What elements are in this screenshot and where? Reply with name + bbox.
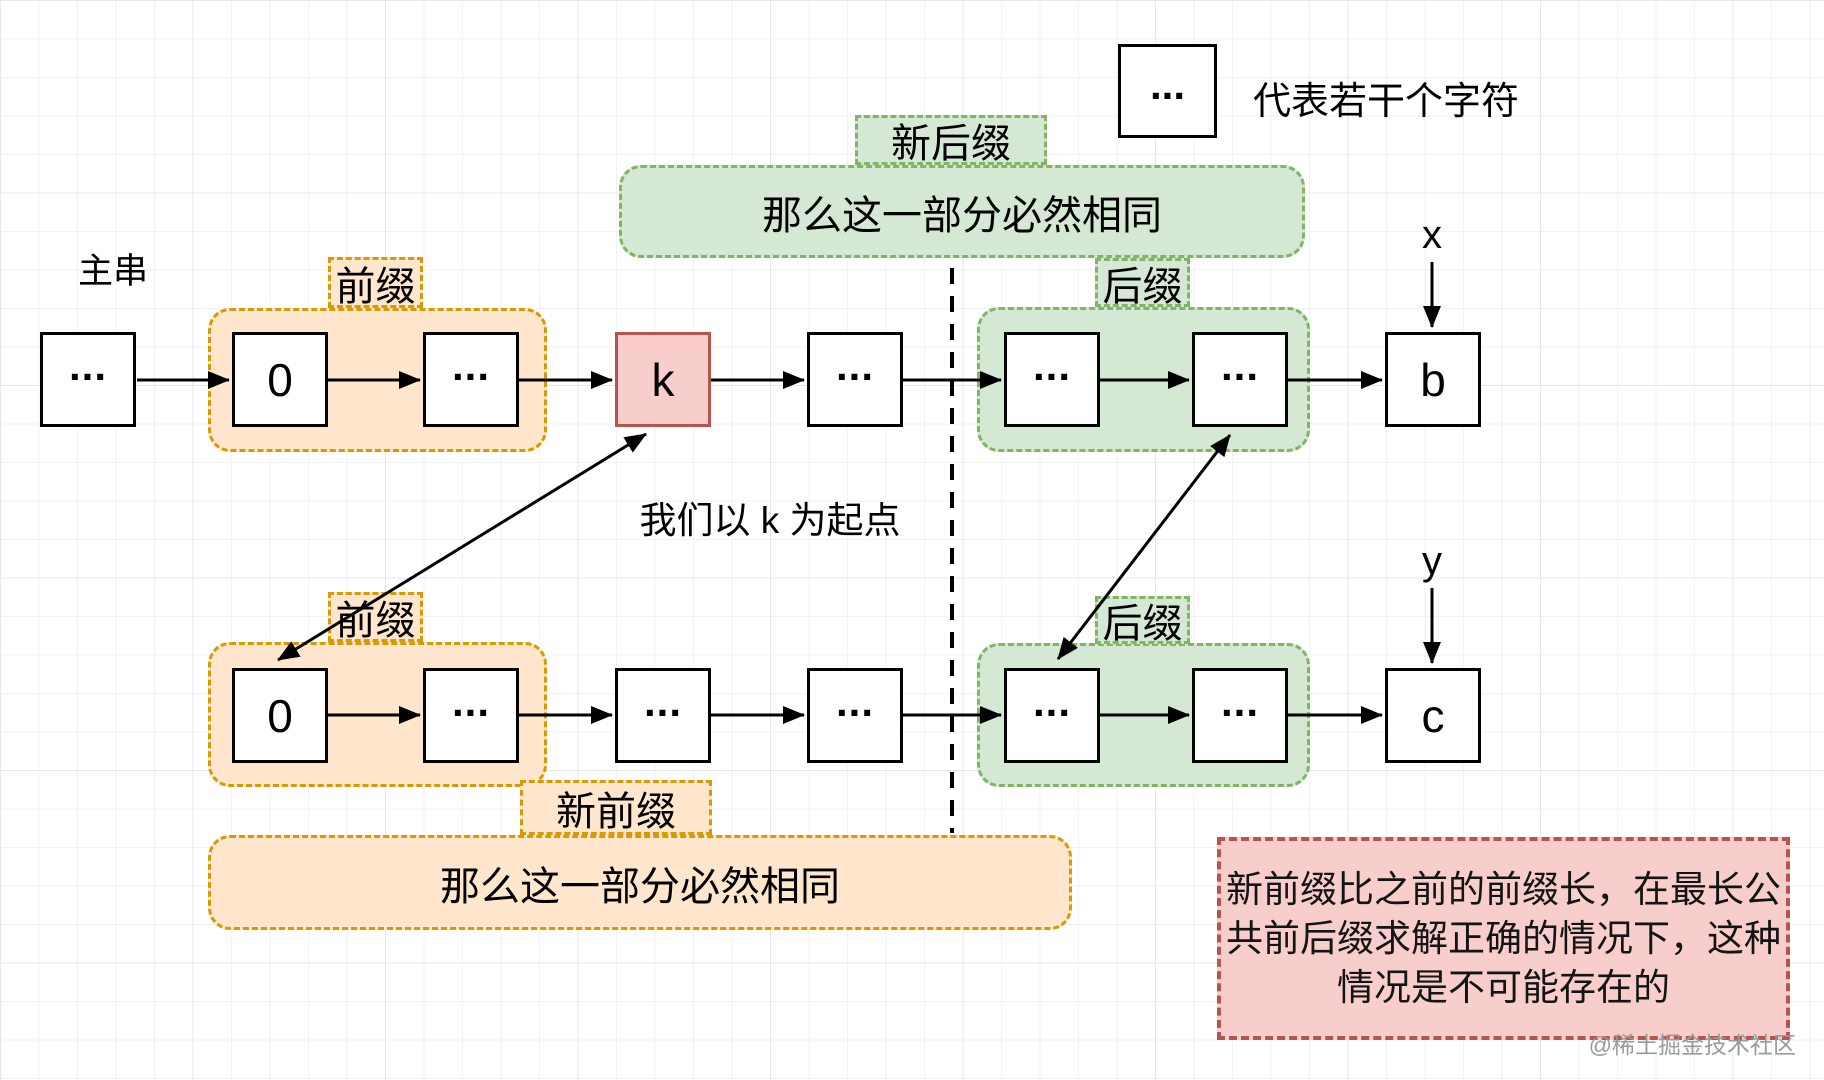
top-node-k-label: k — [651, 353, 675, 406]
suffix-tag-bottom: 后缀 — [1095, 596, 1190, 646]
prefix-tag-bottom: 前缀 — [328, 592, 423, 643]
prefix-tag-top-label: 前缀 — [335, 264, 416, 309]
top-node-4: ... — [807, 332, 903, 427]
new-prefix-callout-text: 那么这一部分必然相同 — [440, 864, 840, 909]
top-node-5-label: ... — [1032, 341, 1071, 389]
bottom-node-1-label: ... — [451, 677, 490, 725]
top-node-2-label: ... — [451, 341, 490, 389]
bottom-node-0-label: 0 — [267, 689, 293, 742]
bottom-node-5: ... — [1192, 668, 1288, 763]
y-pointer-label: y — [1422, 539, 1442, 583]
k-start-note: 我们以 k 为起点 — [639, 500, 901, 541]
bottom-node-2-label: ... — [643, 677, 682, 725]
new-prefix-callout: 那么这一部分必然相同 — [208, 835, 1072, 930]
new-prefix-tag-label: 新前缀 — [556, 789, 676, 834]
top-node-2: ... — [423, 332, 519, 427]
suffix-tag-top: 后缀 — [1095, 258, 1190, 309]
prefix-tag-top: 前缀 — [328, 257, 423, 309]
new-suffix-callout-text: 那么这一部分必然相同 — [762, 193, 1162, 238]
bottom-node-4: ... — [1004, 668, 1100, 763]
bottom-node-3: ... — [807, 668, 903, 763]
top-node-k: k — [615, 332, 711, 427]
legend-box-symbol: ... — [1149, 61, 1185, 108]
new-prefix-tag: 新前缀 — [520, 780, 712, 835]
legend-description: 代表若干个字符 — [1253, 81, 1520, 123]
bottom-node-c: c — [1385, 668, 1481, 763]
prefix-tag-bottom-label: 前缀 — [335, 599, 416, 643]
note-line-1: 新前缀比之前的前缀长，在最长公 — [1226, 869, 1781, 910]
top-node-1: 0 — [232, 332, 328, 427]
top-node-5: ... — [1004, 332, 1100, 427]
top-node-6: ... — [1192, 332, 1288, 427]
bottom-node-2: ... — [615, 668, 711, 763]
bottom-node-3-label: ... — [835, 677, 874, 725]
top-node-0: ... — [40, 332, 136, 427]
new-suffix-callout: 那么这一部分必然相同 — [619, 165, 1305, 258]
new-suffix-tag-label: 新后缀 — [891, 122, 1011, 166]
watermark: @稀土掘金技术社区 — [1588, 1032, 1796, 1058]
main-string-label: 主串 — [78, 252, 149, 291]
impossible-case-note: 新前缀比之前的前缀长，在最长公 共前后缀求解正确的情况下，这种 情况是不可能存在… — [1217, 837, 1790, 1040]
bottom-node-c-label: c — [1421, 689, 1445, 742]
note-line-3: 情况是不可能存在的 — [1337, 967, 1670, 1008]
top-node-b-label: b — [1420, 353, 1446, 406]
top-node-4-label: ... — [835, 341, 874, 389]
suffix-tag-top-label: 后缀 — [1102, 264, 1183, 309]
bottom-node-4-label: ... — [1032, 677, 1071, 725]
top-node-0-label: ... — [68, 341, 107, 389]
new-suffix-tag: 新后缀 — [855, 115, 1047, 166]
bottom-node-5-label: ... — [1220, 677, 1259, 725]
suffix-tag-bottom-label: 后缀 — [1102, 602, 1183, 646]
x-pointer-label: x — [1422, 213, 1442, 257]
top-node-6-label: ... — [1220, 341, 1259, 389]
bottom-node-0: 0 — [232, 668, 328, 763]
bottom-node-1: ... — [423, 668, 519, 763]
legend-box: ... — [1118, 44, 1217, 138]
note-line-2: 共前后缀求解正确的情况下，这种 — [1226, 918, 1781, 959]
top-node-b: b — [1385, 332, 1481, 427]
top-node-1-label: 0 — [267, 353, 293, 406]
